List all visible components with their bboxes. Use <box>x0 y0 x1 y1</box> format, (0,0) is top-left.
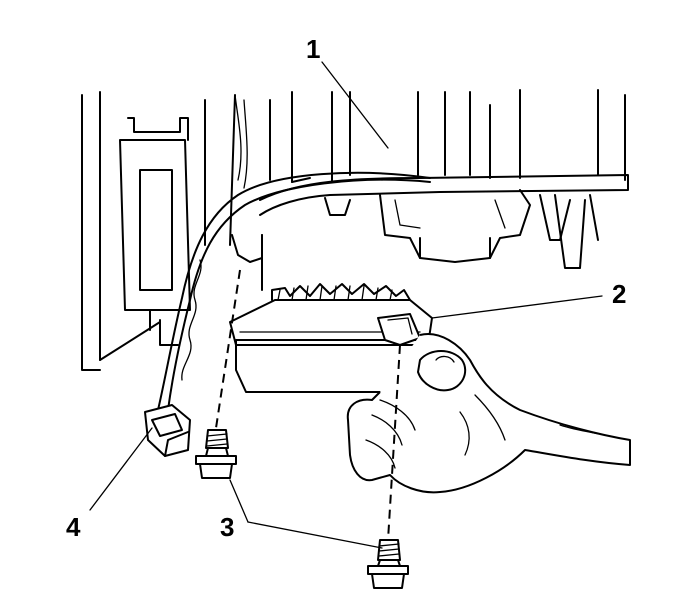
leader-lines <box>89 61 603 549</box>
screw-left <box>195 269 241 479</box>
hvac-housing <box>81 89 629 371</box>
wiring-harness <box>157 94 431 411</box>
callout-2: 2 <box>612 279 626 309</box>
callout-3: 3 <box>220 512 234 542</box>
control-module <box>229 283 433 393</box>
technician-hand <box>346 333 631 494</box>
callout-4: 4 <box>66 512 81 542</box>
screw-right <box>367 344 409 589</box>
callout-1: 1 <box>306 34 320 64</box>
harness-connector <box>144 404 191 457</box>
